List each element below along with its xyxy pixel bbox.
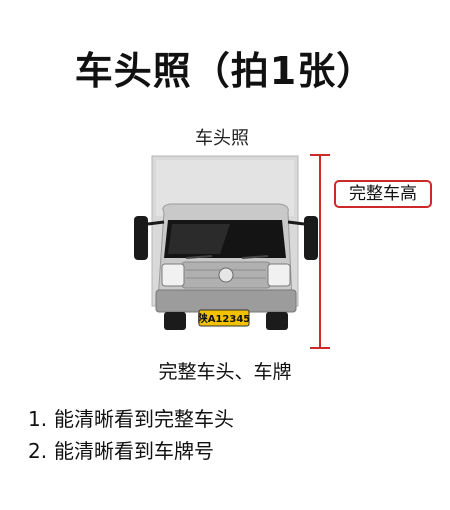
- left-mirror: [134, 216, 148, 260]
- license-plate: [198, 309, 250, 327]
- photo-label: 车头照: [195, 128, 249, 149]
- left-wheel: [164, 312, 186, 330]
- list-item-text: 能清晰看到车牌号: [54, 439, 214, 463]
- requirement-list: 1.能清晰看到完整车头 2.能清晰看到车牌号: [28, 403, 234, 467]
- truck-bumper: [155, 289, 297, 313]
- truck-illustration: 陕A12345: [134, 154, 330, 349]
- photo-caption: 完整车头、车牌: [158, 361, 292, 383]
- left-headlight: [161, 263, 185, 287]
- right-headlight: [267, 263, 291, 287]
- height-tag: 完整车高: [334, 180, 432, 208]
- right-wheel: [266, 312, 288, 330]
- list-item-number: 2.: [28, 439, 48, 463]
- list-item-number: 1.: [28, 407, 48, 431]
- list-item-text: 能清晰看到完整车头: [54, 407, 234, 431]
- right-mirror: [304, 216, 318, 260]
- license-plate-text: 陕A12345: [198, 312, 251, 325]
- list-item: 1.能清晰看到完整车头: [28, 403, 234, 435]
- truck-emblem: [218, 267, 234, 283]
- page-title: 车头照（拍1张）: [74, 49, 376, 93]
- height-indicator: [310, 154, 330, 349]
- list-item: 2.能清晰看到车牌号: [28, 435, 234, 467]
